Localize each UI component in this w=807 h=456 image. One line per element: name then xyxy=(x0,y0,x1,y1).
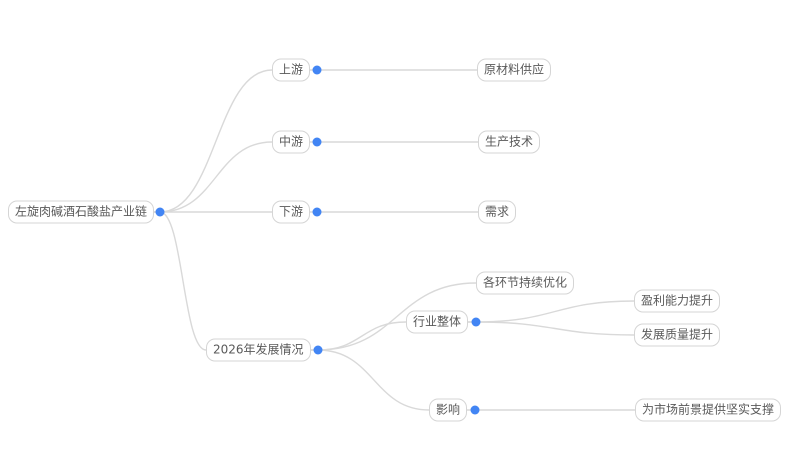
link-root-upstream xyxy=(153,69,273,213)
node-demand-label: 需求 xyxy=(485,204,510,219)
node-production-technology-label: 生产技术 xyxy=(485,134,534,149)
node-profitability-improvement[interactable]: 盈利能力提升 xyxy=(634,289,721,313)
collapse-dot-root[interactable] xyxy=(155,207,165,217)
node-continuous-optimization[interactable]: 各环节持续优化 xyxy=(476,271,575,295)
node-profitability-improvement-label: 盈利能力提升 xyxy=(641,293,714,308)
link-2026-impact xyxy=(307,349,430,411)
node-impact-label: 影响 xyxy=(436,402,461,417)
link-root-midstream xyxy=(153,141,273,213)
node-development-quality-improvement[interactable]: 发展质量提升 xyxy=(634,323,721,347)
node-production-technology[interactable]: 生产技术 xyxy=(478,130,541,154)
node-industry-overall-label: 行业整体 xyxy=(413,314,462,329)
node-development-quality-improvement-label: 发展质量提升 xyxy=(641,327,714,342)
node-industry-overall[interactable]: 行业整体 xyxy=(406,310,469,334)
link-industry-quality xyxy=(468,321,635,336)
node-2026-development-label: 2026年发展情况 xyxy=(213,342,304,357)
node-downstream[interactable]: 下游 xyxy=(272,200,311,224)
link-industry-profitability xyxy=(468,300,635,323)
collapse-dot-industry[interactable] xyxy=(471,317,481,327)
node-upstream-label: 上游 xyxy=(279,62,304,77)
link-root-2026 xyxy=(153,211,207,351)
collapse-dot-2026[interactable] xyxy=(313,345,323,355)
node-2026-development[interactable]: 2026年发展情况 xyxy=(206,338,311,362)
node-demand[interactable]: 需求 xyxy=(478,200,517,224)
node-downstream-label: 下游 xyxy=(279,204,304,219)
node-impact[interactable]: 影响 xyxy=(429,398,468,422)
node-raw-material-supply[interactable]: 原材料供应 xyxy=(477,58,552,82)
collapse-dot-midstream[interactable] xyxy=(312,137,322,147)
node-market-prospect-support-label: 为市场前景提供坚实支撑 xyxy=(642,402,775,417)
node-raw-material-supply-label: 原材料供应 xyxy=(484,62,545,77)
node-continuous-optimization-label: 各环节持续优化 xyxy=(483,275,568,290)
node-upstream[interactable]: 上游 xyxy=(272,58,311,82)
collapse-dot-impact[interactable] xyxy=(470,405,480,415)
collapse-dot-upstream[interactable] xyxy=(312,65,322,75)
node-root[interactable]: 左旋肉碱酒石酸盐产业链 xyxy=(8,200,155,224)
link-2026-industry xyxy=(307,321,407,351)
collapse-dot-downstream[interactable] xyxy=(312,207,322,217)
node-midstream-label: 中游 xyxy=(279,134,304,149)
node-market-prospect-support[interactable]: 为市场前景提供坚实支撑 xyxy=(635,398,782,422)
node-midstream[interactable]: 中游 xyxy=(272,130,311,154)
node-root-label: 左旋肉碱酒石酸盐产业链 xyxy=(15,204,148,219)
